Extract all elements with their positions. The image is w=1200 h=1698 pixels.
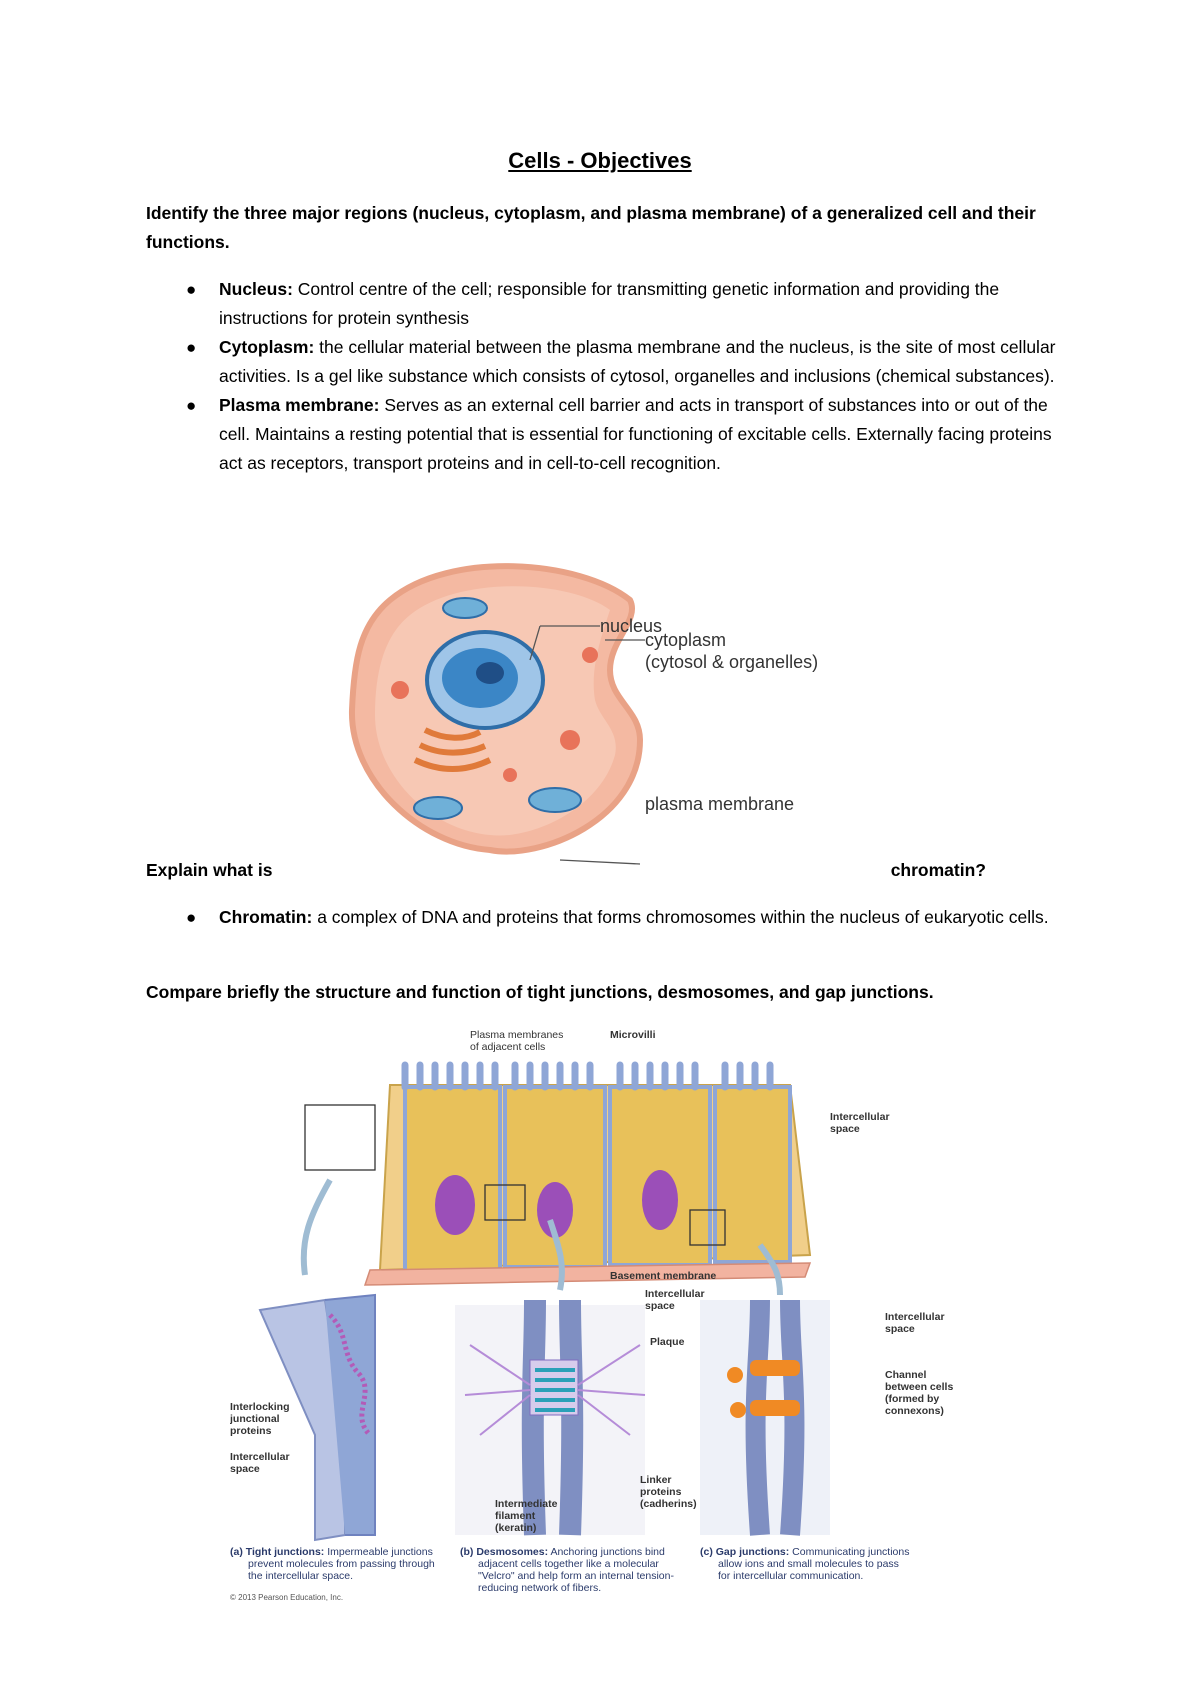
bullet-icon: ●: [186, 338, 197, 357]
chromatin-list: ●Chromatin: a complex of DNA and protein…: [146, 903, 1066, 932]
list-item-plasma-membrane: ●Plasma membrane: Serves as an external …: [146, 391, 1066, 478]
caption-desmosomes: (b) Desmosomes: Anchoring junctions bind…: [460, 1546, 674, 1594]
plaque-label: Plaque: [650, 1336, 685, 1348]
list-item-nucleus: ●Nucleus: Control centre of the cell; re…: [146, 275, 1066, 333]
cytoplasm-sub-label: (cytosol & organelles): [645, 652, 818, 672]
list-item-chromatin: ●Chromatin: a complex of DNA and protein…: [146, 903, 1066, 932]
caption-tight-junctions: (a) Tight junctions: Impermeable junctio…: [230, 1546, 435, 1582]
bullet-icon: ●: [186, 396, 197, 415]
microvilli-label: Microvilli: [610, 1029, 656, 1041]
cell-diagram: nucleus cytoplasm (cytosol & organelles)…: [348, 563, 818, 865]
bullet-icon: ●: [186, 908, 197, 927]
nucleus-label: nucleus: [600, 616, 662, 636]
regions-list: ●Nucleus: Control centre of the cell; re…: [146, 275, 1066, 478]
plasma-membrane-label: plasma membrane: [645, 794, 794, 814]
basement-membrane-label: Basement membrane: [610, 1270, 716, 1282]
cytoplasm-label: cytoplasm: [645, 630, 726, 650]
caption-gap-junctions: (c) Gap junctions: Communicating junctio…: [700, 1546, 909, 1582]
objective-regions: Identify the three major regions (nucleu…: [146, 203, 1036, 252]
objective-chromatin: Explain what is chromatin?: [146, 860, 986, 880]
list-item-cytoplasm: ●Cytoplasm: the cellular material betwee…: [146, 333, 1066, 391]
objective-junctions: Compare briefly the structure and functi…: [146, 982, 934, 1002]
page-title: Cells - Objectives: [508, 148, 692, 173]
bullet-icon: ●: [186, 280, 197, 299]
copyright-text: © 2013 Pearson Education, Inc.: [230, 1593, 343, 1602]
